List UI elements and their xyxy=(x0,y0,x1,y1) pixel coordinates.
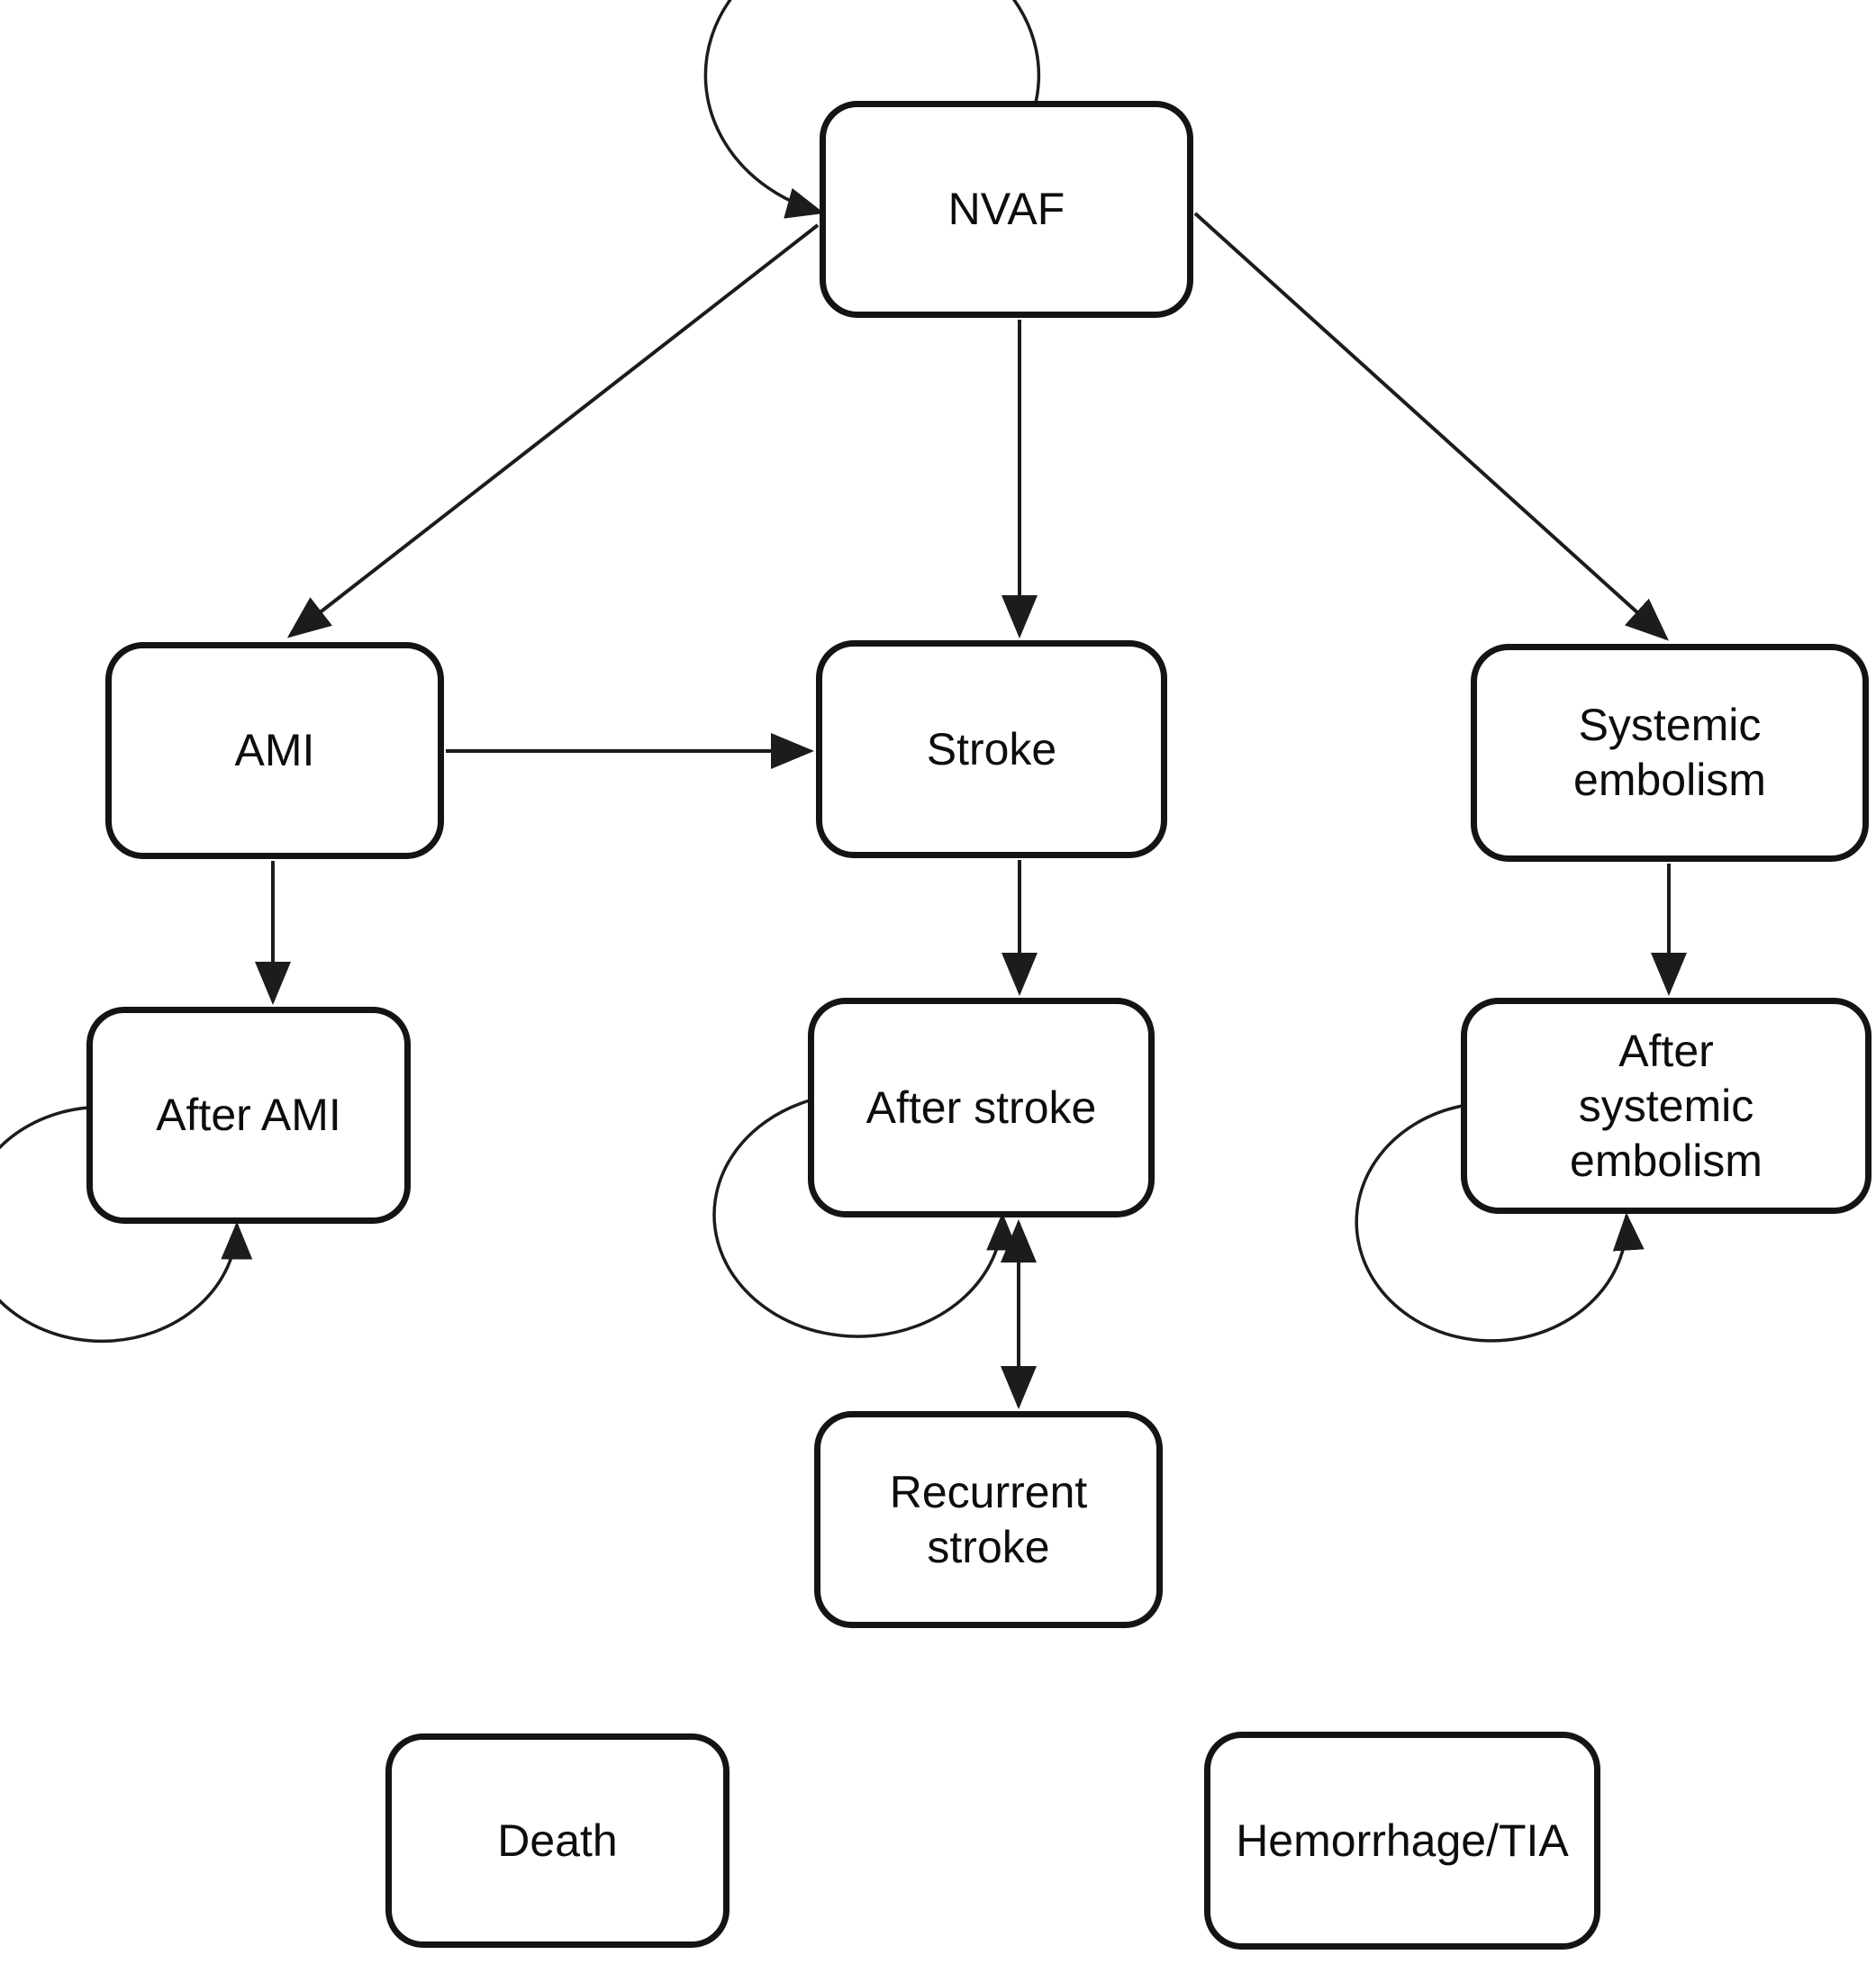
edge-after-ami-self-loop xyxy=(0,1106,253,1344)
node-label: Recurrent stroke xyxy=(889,1466,1088,1572)
edge-after-stroke-self-loop xyxy=(712,1099,1019,1338)
node-label: Systemic embolism xyxy=(1573,700,1766,805)
node-systemic-embolism: Systemic embolism xyxy=(1471,644,1869,862)
node-label: Death xyxy=(497,1815,618,1866)
node-label: After systemic embolism xyxy=(1570,1025,1763,1186)
node-death: Death xyxy=(385,1733,730,1948)
node-after-stroke: After stroke xyxy=(808,998,1155,1217)
node-label: After AMI xyxy=(156,1090,341,1140)
node-stroke: Stroke xyxy=(816,640,1167,858)
node-ami: AMI xyxy=(105,642,444,859)
node-recurrent-stroke: Recurrent stroke xyxy=(814,1411,1163,1628)
node-label: AMI xyxy=(234,725,315,775)
node-hemorrhage-tia: Hemorrhage/TIA xyxy=(1204,1732,1600,1950)
node-label: Hemorrhage/TIA xyxy=(1236,1815,1569,1866)
node-label: NVAF xyxy=(947,184,1065,234)
edge-after-systemic-embolism-self-loop xyxy=(1355,1104,1645,1343)
node-after-systemic-embolism: After systemic embolism xyxy=(1461,998,1871,1214)
node-label: Stroke xyxy=(926,723,1057,774)
node-nvaf: NVAF xyxy=(820,101,1193,318)
node-label: After stroke xyxy=(865,1082,1097,1133)
edge-nvaf-self-loop xyxy=(703,0,1041,219)
node-after-ami: After AMI xyxy=(86,1007,411,1224)
edge-nvaf-to-systemic-embolism xyxy=(1193,212,1669,641)
edge-nvaf-to-ami xyxy=(286,223,820,638)
